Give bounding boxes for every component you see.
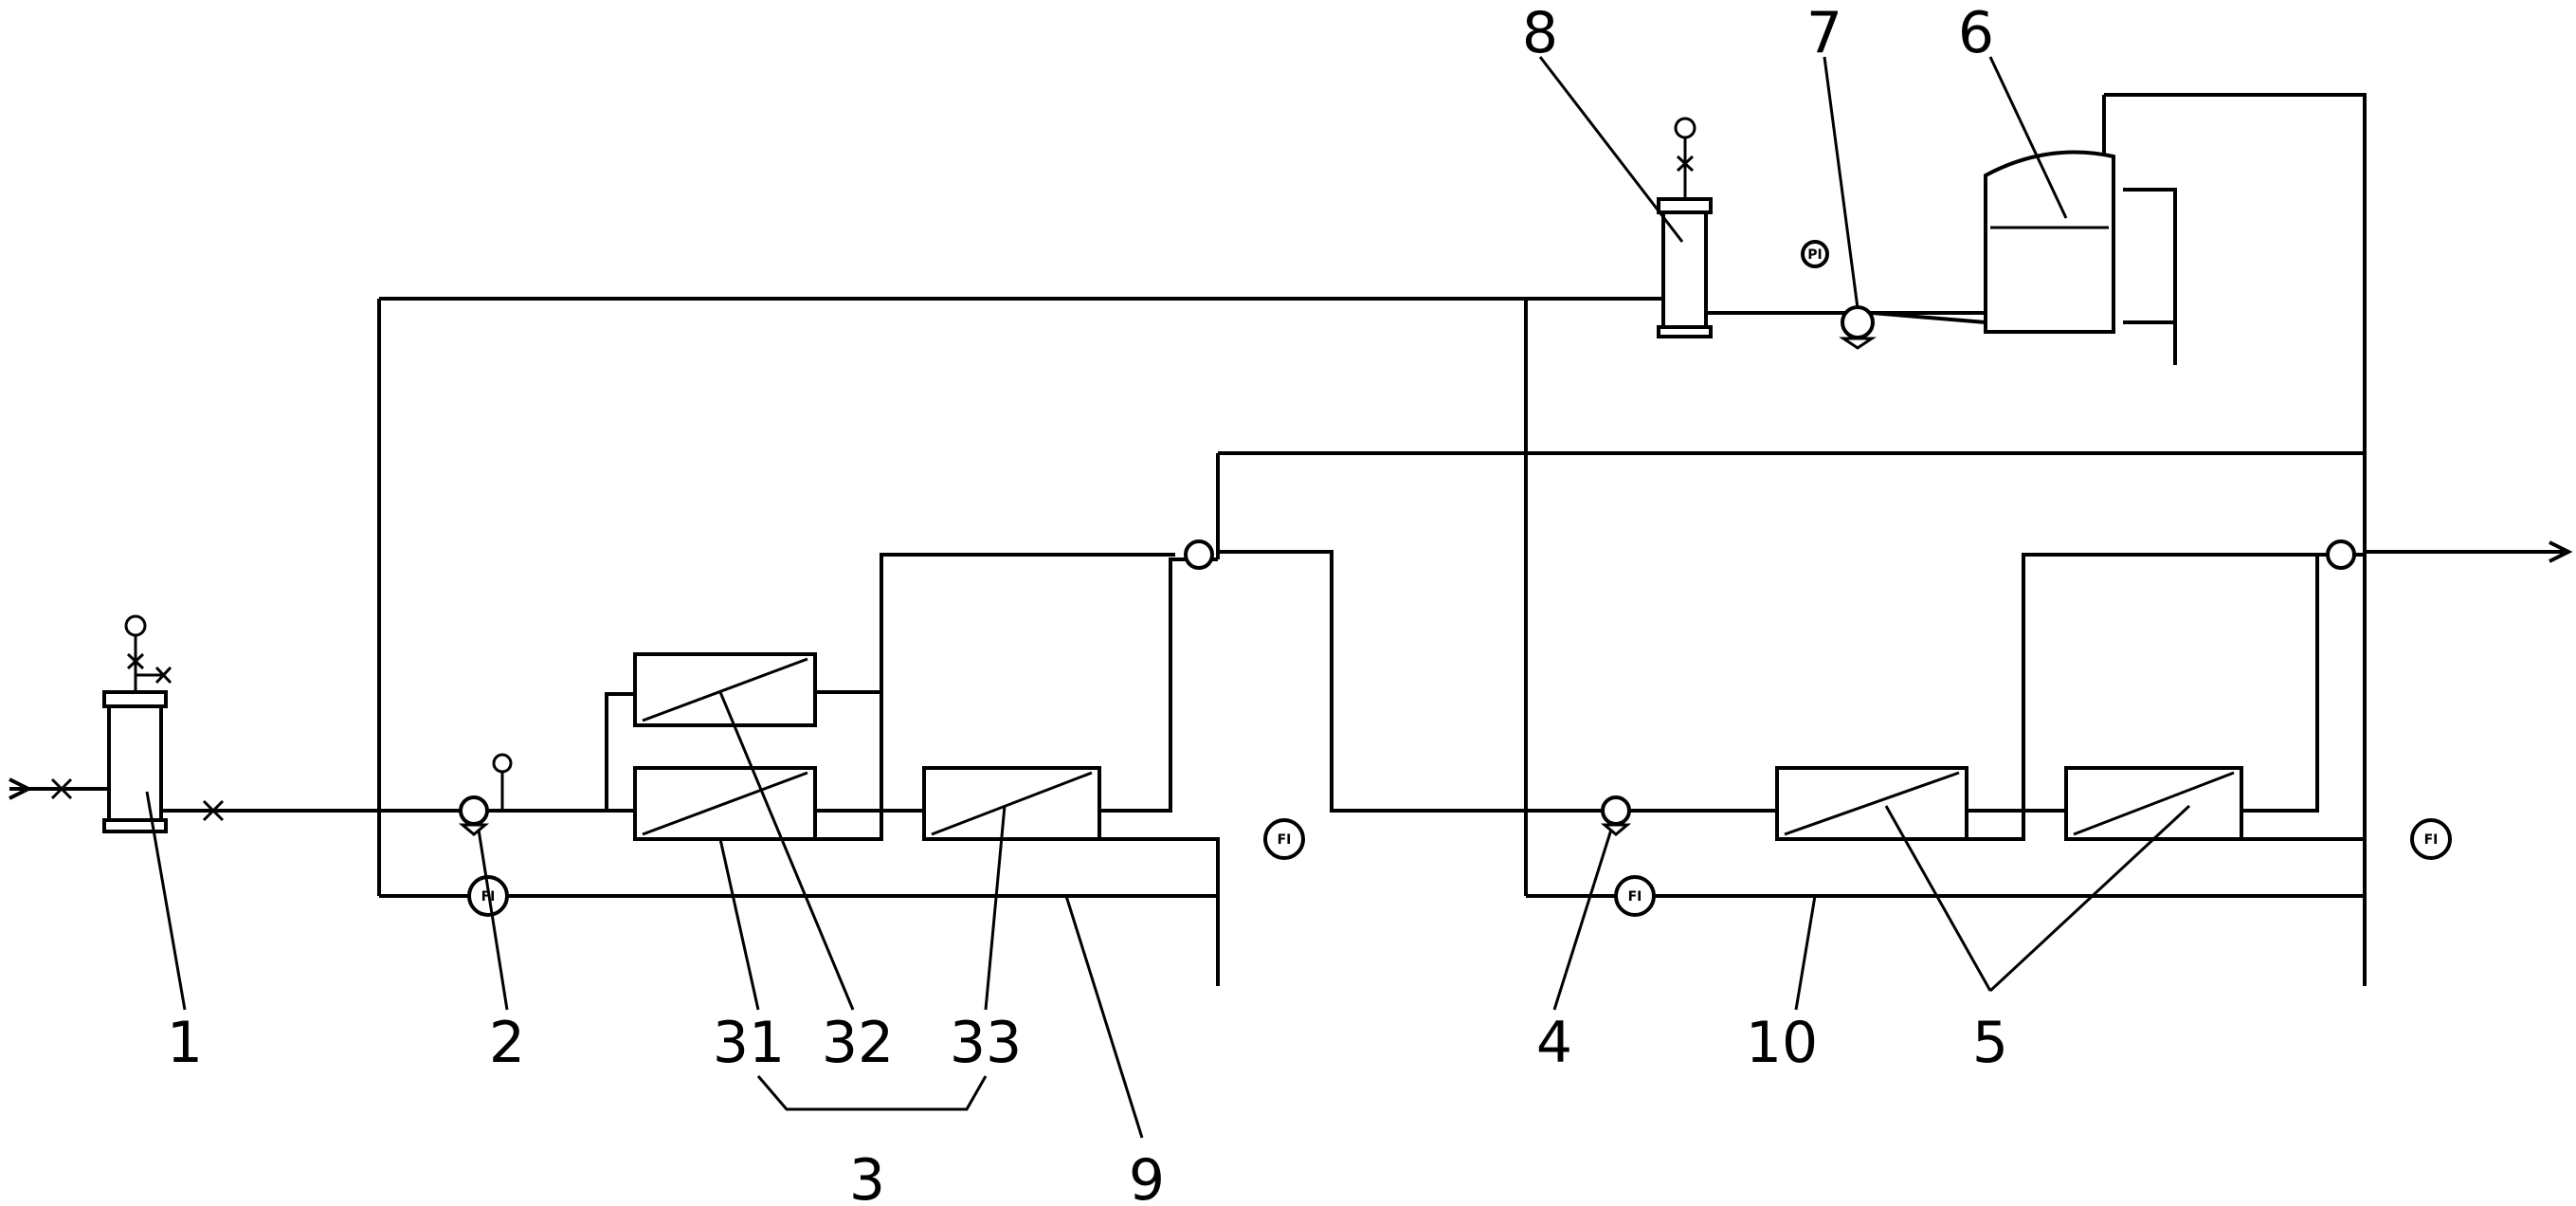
- pump-4-body: [1601, 795, 1631, 826]
- leader-6: [1988, 56, 2068, 219]
- flow-indicator-loop10: [1614, 875, 1656, 917]
- stage1-tap: [605, 692, 635, 811]
- membrane-5a: [1775, 766, 1968, 841]
- membrane-33: [922, 766, 1101, 841]
- ref-label-4: 4: [1536, 1010, 1572, 1076]
- ref-label-9: 9: [1129, 1147, 1165, 1206]
- pressure-indicator-top: [1184, 539, 1214, 570]
- ref-label-3: 3: [849, 1147, 885, 1206]
- pump-4-base: [1600, 823, 1632, 836]
- fi-tag-label: FI: [1628, 889, 1642, 904]
- main-piping: [9, 93, 2573, 986]
- stage1-permeate-b: [815, 692, 883, 841]
- cleaning-loop-9: [379, 894, 1220, 986]
- membrane-5b-diag: [2073, 771, 2235, 836]
- filter-8-vent-icon: [1676, 137, 1695, 199]
- unit2-permeate: [1967, 553, 2317, 841]
- hp-pump-4: [1600, 795, 1632, 836]
- membrane-31-diag: [642, 771, 808, 836]
- stage1-product-pipe: [1218, 550, 1540, 813]
- tank-overflow-loop: [2104, 93, 2367, 453]
- flow-indicator-group-2: FI FI: [1614, 539, 2452, 917]
- brace-3: [756, 1075, 988, 1111]
- ref-label-2: 2: [489, 1010, 525, 1076]
- fi-tag-label: FI: [2424, 832, 2439, 848]
- filter-8-bottom: [1657, 325, 1713, 338]
- membrane-33-diag: [931, 771, 1093, 836]
- pump7-out: [1871, 311, 1986, 324]
- leader-7: [1823, 56, 1859, 309]
- fi-tag-label: FI: [1278, 832, 1292, 848]
- pump-2-body: [459, 795, 489, 826]
- stage1-drain-line: [1099, 837, 1220, 924]
- leader-lines: [145, 56, 2191, 1139]
- tank-6-body: [1984, 150, 2115, 334]
- leader-33: [984, 805, 1007, 1011]
- pump-7-gauge-icon: [1801, 240, 1829, 268]
- leader-10: [1794, 895, 1817, 1011]
- cartridge-filter-8: [1657, 117, 1713, 338]
- inlet-valve-icon: [50, 777, 73, 800]
- pump-7-base: [1839, 337, 1877, 350]
- inlet-arrow: [9, 777, 33, 800]
- filter-1-bottom: [102, 818, 168, 833]
- pi-tag-label: PI: [1807, 247, 1822, 263]
- filter-8-top: [1657, 197, 1713, 214]
- cleaning-tank-6: [1984, 150, 2115, 334]
- leader-32: [718, 691, 855, 1011]
- cartridge-filter-1: [50, 614, 225, 833]
- leader-9: [1064, 895, 1144, 1139]
- ref-label-32: 32: [822, 1010, 894, 1076]
- filter-8-gauge-icon: [1674, 117, 1696, 139]
- pump-2-gauge-icon: [492, 753, 513, 774]
- vent-valve-icon: [126, 635, 172, 692]
- cleaning-pump-7: PI: [1801, 240, 1877, 350]
- hp-pump-2: [458, 753, 513, 836]
- ref-label-5: 5: [1972, 1010, 2008, 1076]
- tank-side-drain: [2123, 188, 2177, 365]
- ref-label-1: 1: [167, 1010, 203, 1076]
- membrane-31: [633, 766, 817, 841]
- ref-label-8: 8: [1522, 0, 1558, 66]
- unit2-drain: [2241, 837, 2367, 924]
- pump-7-body: [1841, 305, 1875, 339]
- leader-4: [1552, 829, 1613, 1011]
- leader-31: [718, 838, 760, 1011]
- leader-2: [477, 829, 509, 1011]
- ref-label-6: 6: [1958, 0, 1994, 66]
- ref-label-10: 10: [1746, 1010, 1818, 1076]
- membrane-32: [633, 652, 817, 727]
- unit2-stage2-concentrate: [2241, 553, 2365, 813]
- pump-2-base: [458, 823, 490, 836]
- ref-label-31: 31: [713, 1010, 785, 1076]
- outlet-valve-icon: [202, 799, 225, 822]
- membrane-5a-diag: [1784, 771, 1960, 836]
- filter-1-body: [107, 695, 163, 827]
- leader-5: [1884, 804, 2191, 993]
- ref-label-7: 7: [1806, 0, 1842, 66]
- filter-8-body: [1661, 202, 1708, 334]
- stage1-permeate-a: [815, 553, 1175, 694]
- leader-8: [1538, 56, 1684, 243]
- membrane-32-diag: [642, 657, 808, 722]
- product-arrow: [2549, 540, 2573, 563]
- filter-1-top: [102, 690, 168, 708]
- ref-label-33: 33: [950, 1010, 1022, 1076]
- flow-indicator-drain2: [2410, 818, 2452, 860]
- stage2-concentrate-pipe: [1099, 557, 1218, 813]
- reference-labels: 1 2 31 32 33 3 9 4 10 5 6 7 8: [167, 0, 2008, 1206]
- flow-indicator-group-1: FI FI: [467, 539, 1305, 917]
- pressure-gauge-icon: [124, 614, 147, 637]
- pressure-indicator-top-2: [2326, 539, 2356, 570]
- membrane-5b: [2064, 766, 2243, 841]
- leader-1: [145, 791, 187, 1011]
- flow-indicator-drain1: [1263, 818, 1305, 860]
